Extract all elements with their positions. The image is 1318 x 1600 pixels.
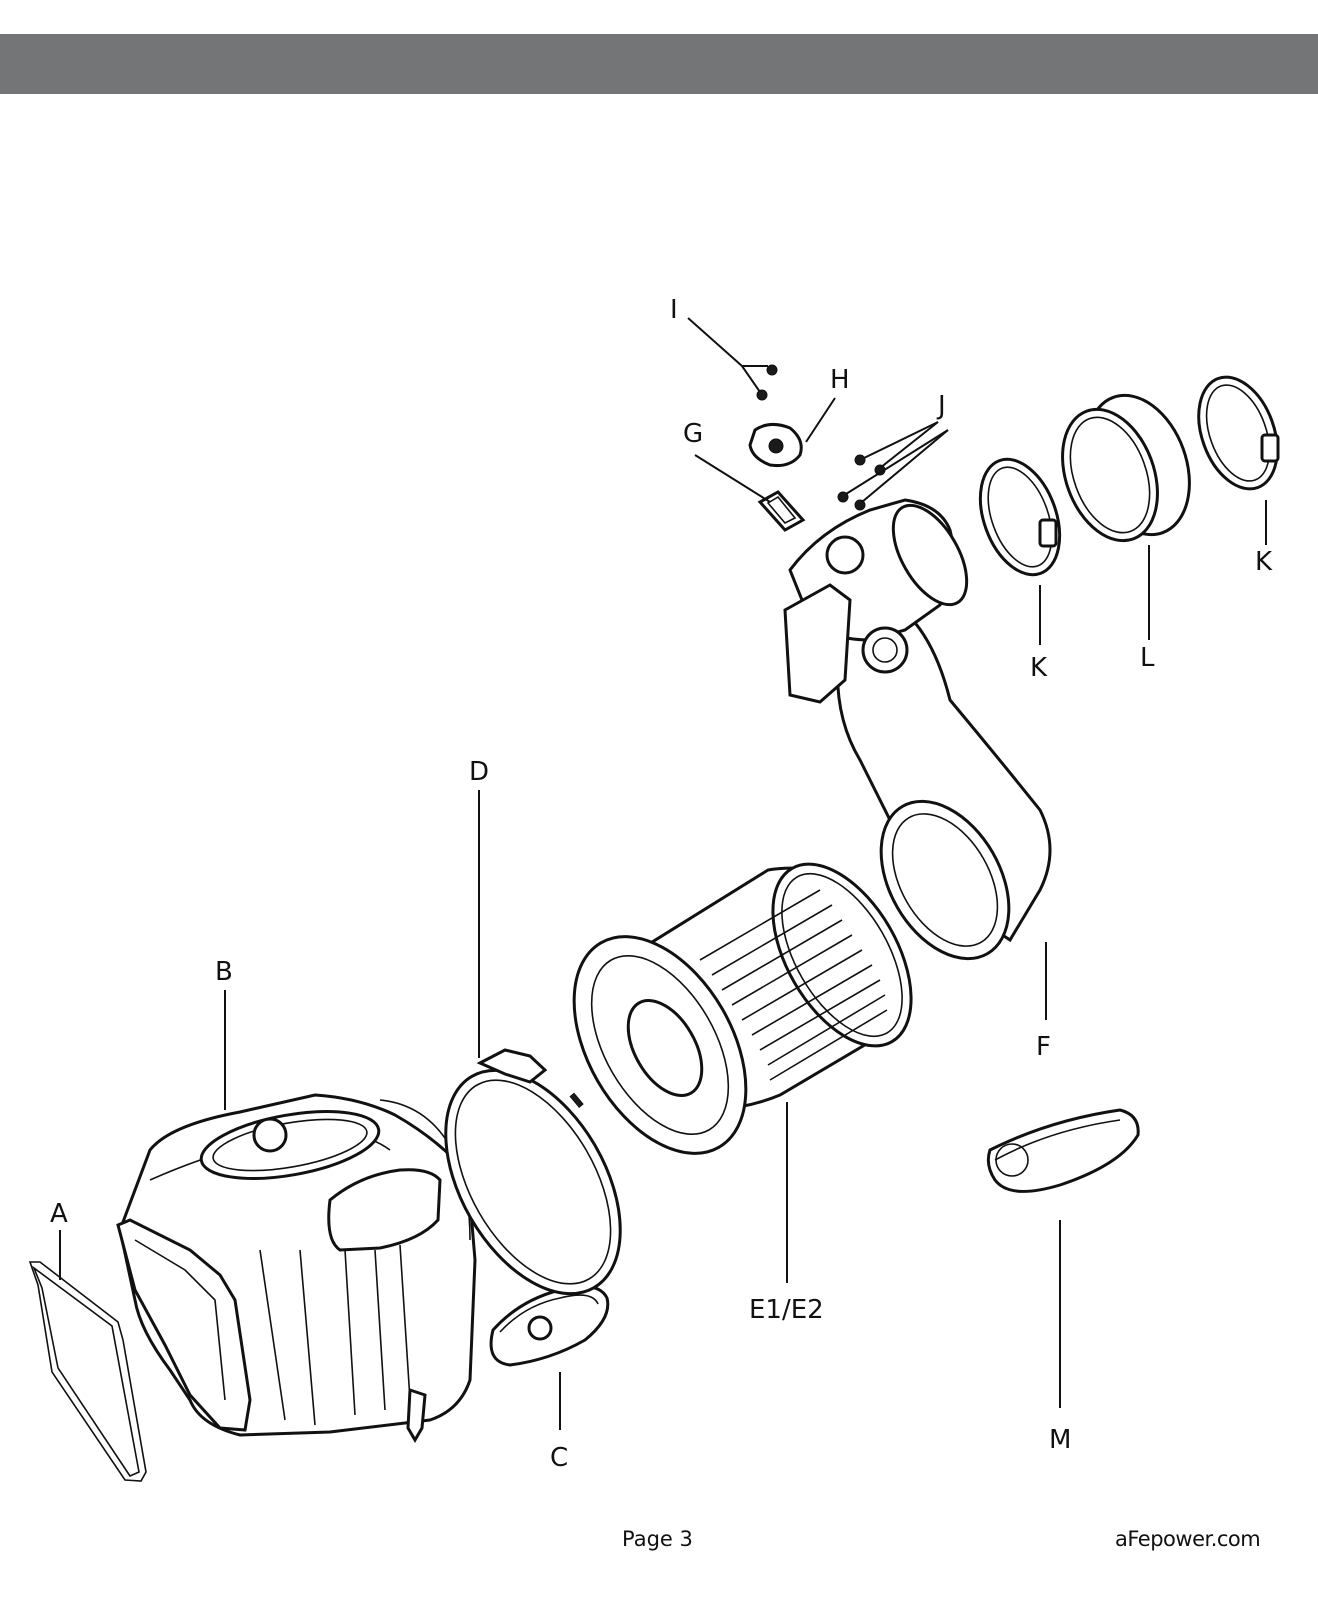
part-c-cover-plate — [489, 1284, 610, 1367]
part-b-airbox — [116, 1093, 477, 1443]
label-m: M — [1049, 1425, 1071, 1455]
label-b: B — [215, 957, 233, 987]
page-number: Page 3 — [622, 1527, 693, 1551]
label-k-1: K — [1030, 653, 1048, 683]
label-g: G — [683, 419, 703, 449]
part-k-clamp-2 — [1197, 375, 1280, 491]
label-a: A — [50, 1199, 68, 1229]
part-i-screws — [756, 364, 778, 401]
label-k-2: K — [1255, 547, 1273, 577]
part-m-badge — [986, 1108, 1140, 1193]
part-g-gasket — [757, 490, 806, 532]
label-i: I — [670, 295, 678, 325]
label-e1-e2: E1/E2 — [749, 1295, 824, 1325]
part-f-intake-tube — [783, 498, 1052, 961]
label-c: C — [550, 1443, 568, 1473]
part-d-clamp — [444, 1048, 622, 1296]
part-e-filter — [572, 862, 913, 1155]
part-k-clamp-1 — [978, 457, 1062, 577]
part-l-coupler — [1061, 393, 1191, 543]
label-d: D — [469, 757, 489, 787]
website-url: aFepower.com — [1115, 1527, 1261, 1551]
label-j: J — [936, 391, 946, 421]
label-l: L — [1140, 643, 1155, 673]
label-f: F — [1036, 1032, 1051, 1062]
leader-lines — [59, 317, 1267, 1430]
part-j-screws — [837, 454, 886, 511]
part-a-gasket — [28, 1261, 147, 1482]
part-h-plate — [748, 423, 803, 467]
label-h: H — [830, 365, 850, 395]
header-bar — [0, 34, 1318, 94]
